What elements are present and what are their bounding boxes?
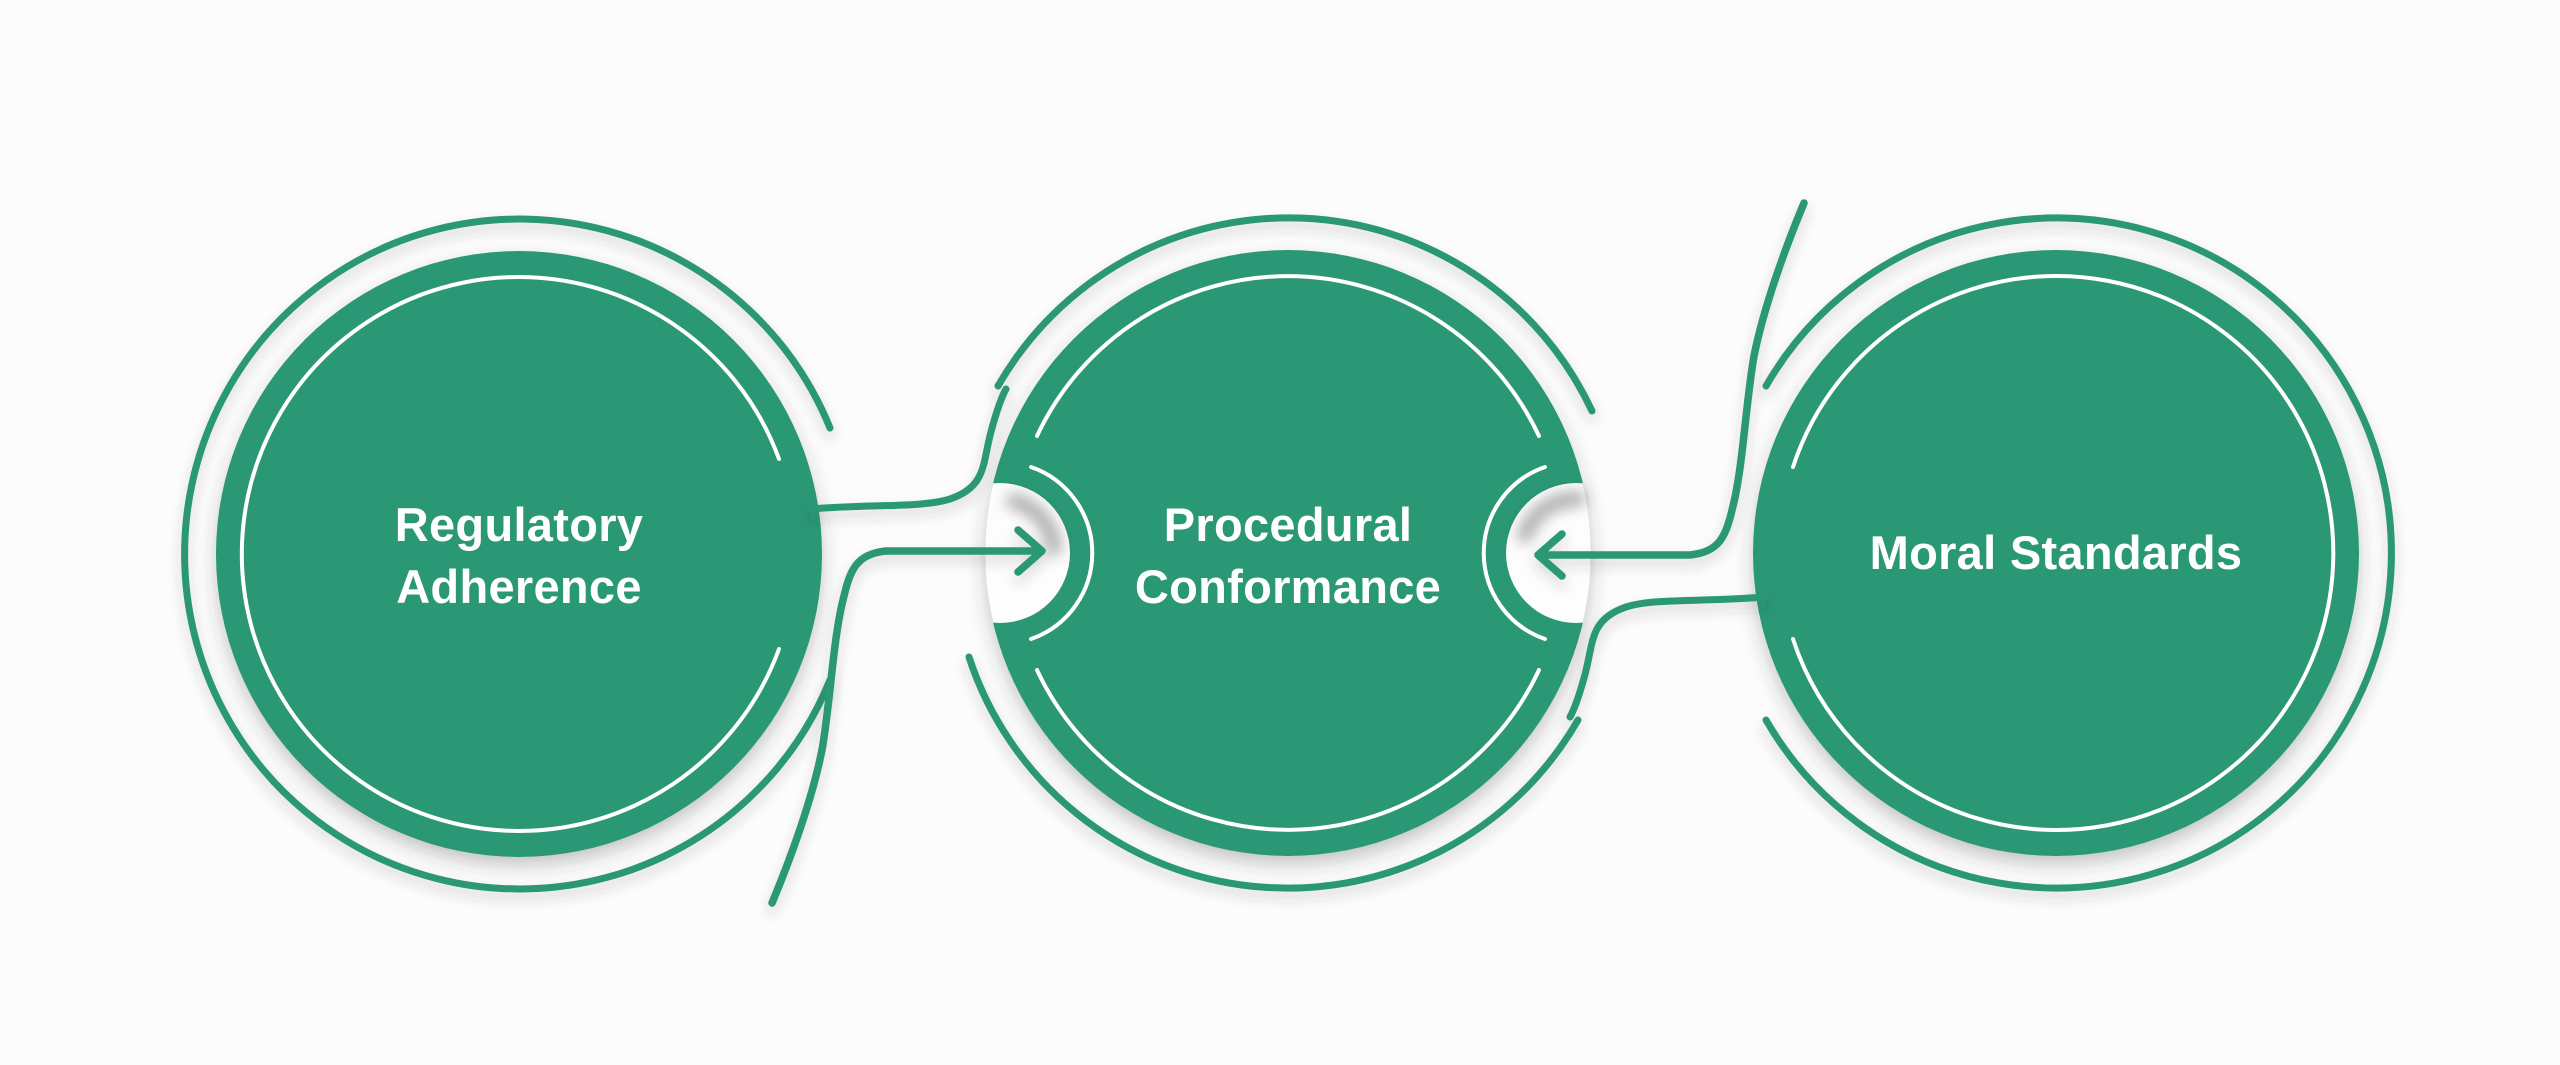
left-notch-inner-outline <box>1029 465 1095 641</box>
left-notch-inner-shadow <box>1006 493 1062 556</box>
connector-moral-to-procedural <box>1538 199 1808 559</box>
outer-ring-moral-standards <box>1762 214 2395 892</box>
outer-ring-upper-procedural-conformance <box>994 214 1596 415</box>
outer-ring-lower-procedural-conformance <box>965 653 1582 892</box>
inner-ring-regulatory-adherence <box>239 275 781 833</box>
inner-ring-upper-procedural-conformance <box>1035 274 1541 438</box>
right-notch-inner-outline <box>1481 465 1547 641</box>
connector-regulatory-to-procedural <box>768 547 1042 907</box>
right-channel-lower-wall <box>1566 593 1768 721</box>
arrow-right-icon <box>1014 526 1046 576</box>
left-channel-upper-wall <box>808 385 1010 513</box>
right-notch-inner-shadow <box>1517 490 1586 543</box>
inner-ring-moral-standards <box>1791 274 2336 832</box>
node-circle-procedural-conformance <box>985 250 1591 856</box>
node-circle-regulatory-adherence <box>216 251 822 857</box>
node-circle-moral-standards <box>1753 250 2359 856</box>
arrow-left-icon <box>1534 530 1566 580</box>
outer-ring-regulatory-adherence <box>181 215 834 893</box>
inner-ring-lower-procedural-conformance <box>1035 668 1541 832</box>
